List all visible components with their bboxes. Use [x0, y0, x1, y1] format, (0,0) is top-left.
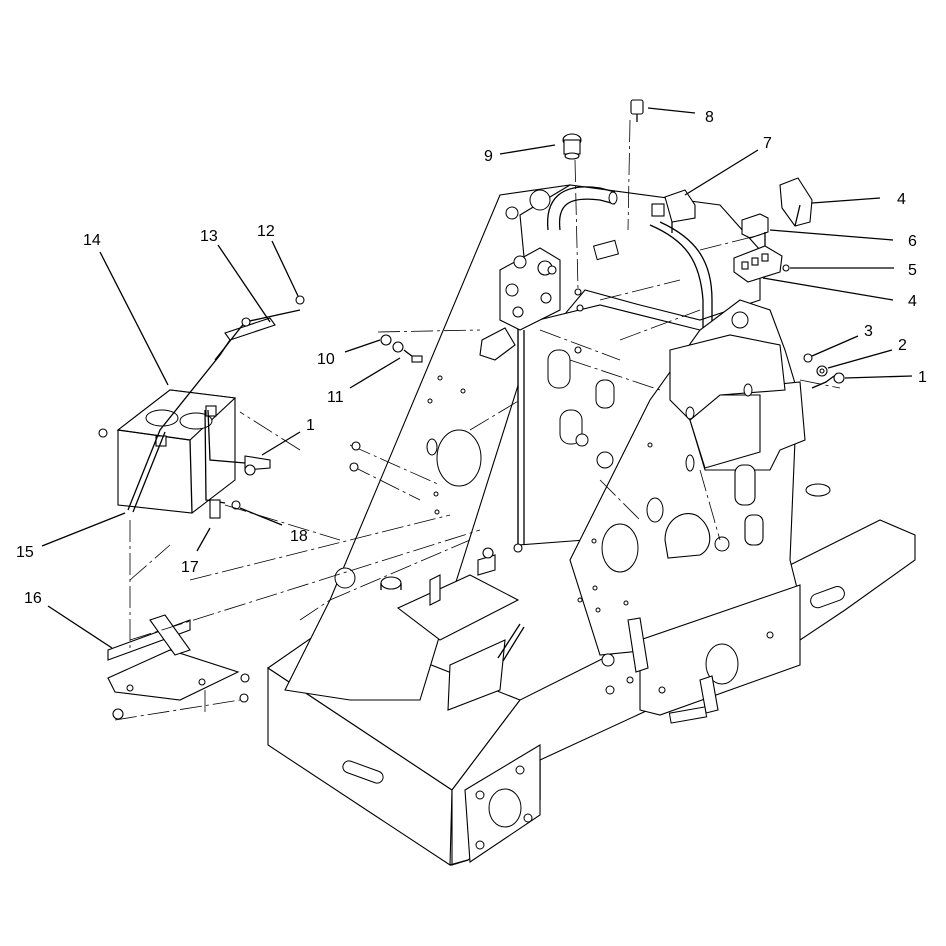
- control-valve-assembly: [479, 247, 561, 361]
- callout-14: 14: [83, 232, 101, 249]
- callout-11: 11: [327, 389, 344, 406]
- part-5-screw: [782, 264, 790, 272]
- part-4-cover: [779, 177, 813, 227]
- callout-18: 18: [290, 528, 308, 545]
- battery-group: [98, 295, 305, 519]
- callout-1-right: 1: [918, 369, 927, 386]
- parts-10-11-wire: [380, 334, 423, 363]
- callout-10: 10: [317, 351, 335, 368]
- callout-7: 7: [763, 135, 772, 152]
- callout-3: 3: [864, 323, 873, 340]
- callout-13: 13: [200, 228, 218, 245]
- callout-15: 15: [16, 544, 34, 561]
- callout-labels: 8 9 7 4 6 5 4 3 2 1 14 13 12 10 11 1 18 …: [16, 109, 927, 607]
- explode-lines: [114, 119, 841, 721]
- frame-nuts: [349, 288, 584, 559]
- part-9-sender: [562, 133, 582, 160]
- part-7-switch: [651, 189, 696, 233]
- callout-1-left: 1: [306, 417, 315, 434]
- callout-4-bottom: 4: [908, 293, 917, 310]
- parts-1-2-3-hardware: [803, 353, 845, 389]
- leader-lines: [41, 107, 913, 649]
- callout-2: 2: [898, 337, 907, 354]
- callout-16: 16: [24, 590, 42, 607]
- callout-6: 6: [908, 233, 917, 250]
- part-4-relay-base: [733, 232, 783, 283]
- callout-8: 8: [705, 109, 714, 126]
- callout-5: 5: [908, 262, 917, 279]
- battery-tray: [107, 614, 250, 720]
- callout-4-top: 4: [897, 191, 906, 208]
- callout-12: 12: [257, 223, 275, 240]
- callout-17: 17: [181, 559, 199, 576]
- callout-9: 9: [484, 148, 493, 165]
- part-6-relay: [741, 213, 769, 239]
- part-8-switch: [630, 99, 644, 122]
